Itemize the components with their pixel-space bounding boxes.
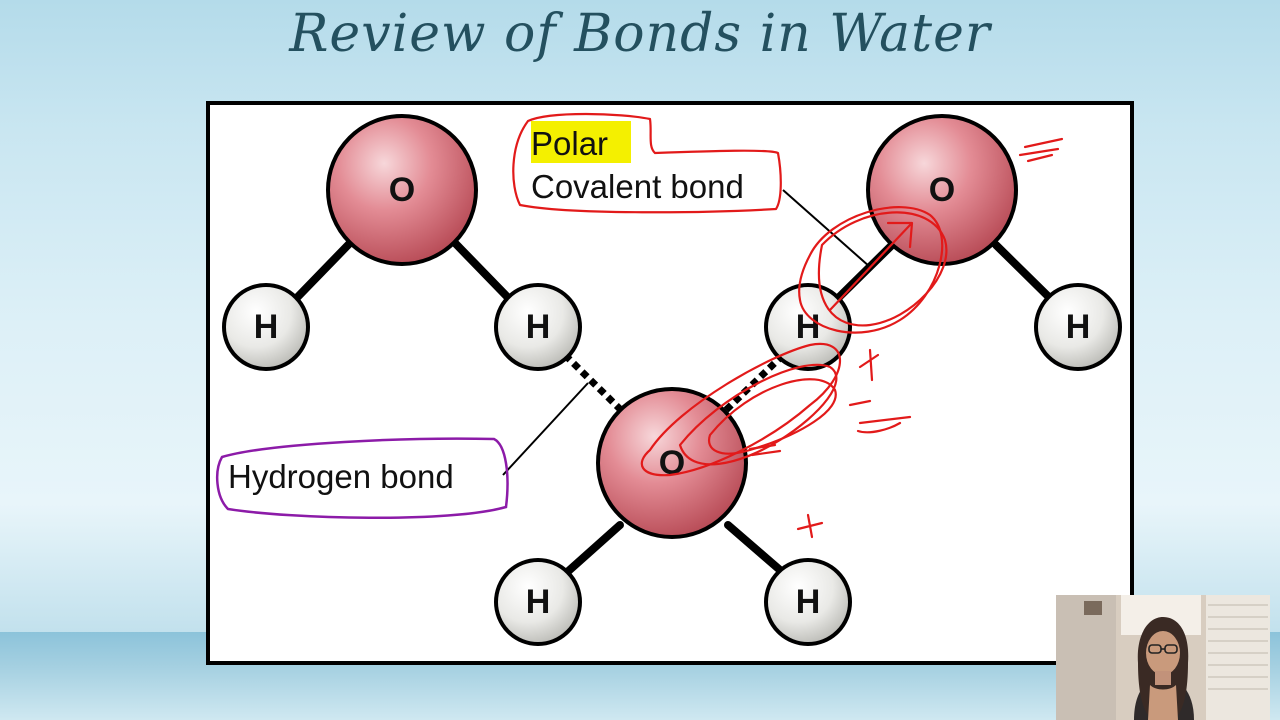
ink-partial-negative-h [848, 399, 912, 434]
oxygen-atom-left: O [326, 114, 478, 266]
hydrogen-atom-left-1: H [222, 283, 310, 371]
polar-ink-outline [512, 112, 782, 214]
svg-text:H: H [526, 583, 551, 621]
hydrogen-atom-center-2: H [764, 558, 852, 646]
leader-lines [502, 189, 871, 476]
water-bonds-diagram: O O O H H H H H [215, 112, 1122, 646]
hydrogen-atom-center-1: H [494, 558, 582, 646]
polar-label: Polar [531, 125, 608, 162]
svg-text:H: H [254, 308, 279, 346]
hydrogen-atom-right-2: H [1034, 283, 1122, 371]
svg-text:O: O [389, 171, 415, 209]
ink-arrow [828, 221, 914, 312]
covalent-leader-line [782, 189, 871, 268]
ink-partial-negative-top [1018, 137, 1064, 163]
ink-partial-negative-center [748, 443, 782, 457]
hydrogen-atom-left-2: H [494, 283, 582, 371]
hydrogen-bond-leader-line [502, 382, 589, 476]
oxygen-atom-center: O [596, 387, 748, 539]
red-ink-annotations [512, 112, 1064, 539]
ink-dipole-swirl-3 [707, 378, 837, 455]
ink-bond-loop-1 [798, 206, 944, 334]
svg-text:H: H [796, 583, 821, 621]
svg-text:H: H [796, 308, 821, 346]
presenter-webcam [1056, 595, 1270, 720]
hydrogen-bond-right [722, 352, 786, 414]
hydrogen-bond-label: Hydrogen bond [228, 458, 454, 495]
polar-highlight [531, 121, 631, 163]
hydrogen-bond-ink-outline [215, 437, 509, 520]
ink-dipole-swirl-1 [640, 342, 842, 477]
svg-text:H: H [1066, 308, 1091, 346]
diagram-board: O O O H H H H H [206, 101, 1134, 665]
svg-text:H: H [526, 308, 551, 346]
slide-title: Review of Bonds in Water [289, 4, 991, 64]
svg-text:O: O [929, 171, 955, 209]
presenter-video-frame [1056, 595, 1270, 720]
hydrogen-bond-left [562, 352, 625, 414]
oxygen-atom-right: O [866, 114, 1018, 266]
ink-dipole-swirl-2 [678, 363, 838, 466]
covalent-bond-label: Covalent bond [531, 168, 744, 205]
ink-partial-positive-h [858, 348, 880, 382]
ink-partial-positive-bottom [796, 513, 824, 539]
hydrogen-bonds [562, 352, 786, 414]
